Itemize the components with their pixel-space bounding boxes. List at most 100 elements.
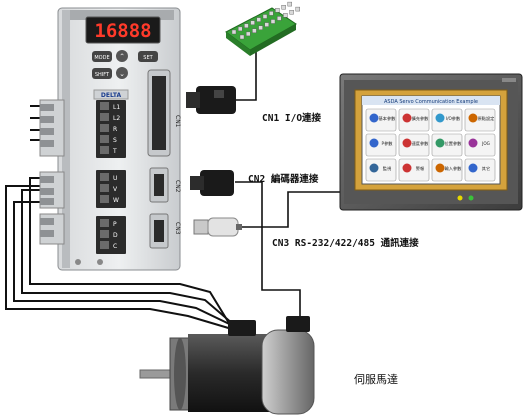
hmi-button-label: I/O參數	[446, 115, 461, 122]
hmi-button-icon	[468, 113, 478, 123]
hmi-led-yellow	[457, 195, 463, 201]
cn2-connector	[190, 170, 234, 196]
motor-terminal-label-w: W	[113, 197, 119, 204]
power-terminal-screw	[100, 124, 109, 132]
cn3-caption: CN3 RS-232/422/485 通訊連接	[272, 238, 419, 249]
regen-terminal-label-c: C	[113, 243, 117, 250]
hmi-button-icon	[402, 138, 412, 148]
hmi-button-icon	[468, 138, 478, 148]
power-terminal-label-l1: L1	[113, 104, 120, 111]
hmi-button[interactable]: 警報	[398, 158, 430, 182]
hmi-button[interactable]: 基本參數	[365, 108, 397, 132]
board-pin	[237, 26, 243, 32]
regen-terminal-screw	[100, 241, 109, 249]
mode-button-label: MODE	[94, 55, 109, 61]
hmi-button[interactable]: 位置參數	[431, 133, 463, 157]
regen-terminal-label-p: P	[113, 221, 117, 228]
regen-terminal-screw	[100, 219, 109, 227]
hmi-button[interactable]: 其它	[464, 158, 496, 182]
hmi-button[interactable]: JOG	[464, 133, 496, 157]
board-pin	[256, 17, 261, 22]
brand-text: DELTA	[101, 92, 122, 99]
svg-text:⌄: ⌄	[119, 70, 125, 78]
cn1-caption: CN1 I/O連接	[262, 113, 322, 124]
hmi-button-icon	[402, 163, 412, 173]
hmi-button-label: 原點設定	[478, 115, 495, 122]
cn1-terminal-board	[225, 1, 300, 56]
motor-plug	[39, 171, 65, 209]
motor-terminal-screw	[100, 195, 109, 203]
regen-terminal-screw	[100, 230, 109, 238]
board-pin	[281, 4, 286, 10]
power-terminal-screw	[100, 135, 109, 143]
servo-motor	[139, 316, 315, 415]
hmi-button-label: 速度參數	[412, 140, 430, 147]
board-pin	[239, 34, 245, 40]
hmi-button-grid: 基本參數擴充參數 I/O參數 原點設定 P參數 速度參數位置參數 JOG 監視警報 輸入參數其…	[365, 108, 496, 182]
set-button[interactable]	[138, 51, 158, 62]
board-pin	[252, 28, 257, 33]
shift-button-label: SHIFT	[95, 72, 110, 78]
board-pin	[277, 16, 282, 21]
board-pin	[270, 19, 276, 24]
hmi-button-label: JOG	[481, 141, 490, 146]
hmi-button-label: 基本參數	[379, 115, 397, 122]
cn3-port-label: CN3	[174, 222, 181, 235]
hmi-button-label: 監視	[383, 165, 392, 172]
hmi-button-icon	[468, 163, 478, 173]
board-pin	[258, 25, 263, 30]
mode-button[interactable]	[92, 51, 112, 62]
cn3-connector	[193, 217, 242, 237]
power-terminal-label-t: T	[112, 148, 117, 155]
power-plug	[39, 99, 65, 157]
hmi-title: ASDA Servo Communication Example	[384, 99, 478, 105]
cn2-port-label: CN2	[174, 180, 181, 193]
down-button[interactable]	[116, 50, 128, 62]
hmi-button[interactable]: 原點設定	[464, 108, 496, 132]
hmi-button-icon	[435, 163, 445, 173]
power-terminal-screw	[100, 113, 109, 121]
brand-logo	[93, 89, 129, 100]
hmi-button[interactable]: I/O參數	[431, 108, 463, 132]
power-terminal-label-l2: L2	[113, 115, 120, 122]
hmi-button[interactable]: P參數	[365, 133, 397, 157]
power-terminal-screw	[100, 102, 109, 110]
board-pin	[287, 1, 292, 7]
hmi-panel: ASDA Servo Communication Example 基本參數擴充參…	[339, 73, 523, 211]
hmi-button[interactable]: 輸入參數	[431, 158, 463, 182]
board-pin	[244, 23, 249, 28]
board-pin	[245, 31, 251, 37]
motor-terminal-label-v: V	[113, 186, 118, 193]
led-display: 16888	[94, 20, 151, 42]
hmi-button[interactable]: 擴充參數	[398, 108, 430, 132]
board-pin	[269, 11, 274, 16]
encoder-cable	[235, 181, 301, 318]
hmi-led-green	[468, 195, 474, 201]
board-pin	[262, 14, 268, 19]
power-terminal-label-r: R	[113, 126, 117, 133]
hmi-button-icon	[435, 138, 445, 148]
hmi-button-icon	[369, 138, 379, 148]
board-pin	[275, 8, 280, 13]
hmi-button-icon	[402, 113, 412, 123]
hmi-button-icon	[369, 163, 379, 173]
board-pin	[231, 29, 237, 35]
hmi-button[interactable]: 速度參數	[398, 133, 430, 157]
board-pin	[264, 22, 269, 27]
io-cable	[235, 50, 257, 101]
motor-terminal-block: UVW	[96, 170, 126, 208]
power-terminal-label-s: S	[113, 137, 117, 144]
board-pin	[295, 6, 300, 12]
svg-text:⌃: ⌃	[119, 53, 125, 61]
shift-button[interactable]	[92, 68, 112, 79]
up-button[interactable]	[116, 67, 128, 79]
hmi-button-icon	[369, 113, 379, 123]
motor-caption: 伺服馬達	[354, 373, 398, 386]
hmi-button[interactable]: 監視	[365, 158, 397, 182]
set-button-label: SET	[143, 55, 153, 61]
regen-terminal-block: PDC	[96, 216, 126, 254]
power-terminal-screw	[100, 146, 109, 154]
hmi-button-label: 輸入參數	[445, 165, 463, 172]
motor-terminal-screw	[100, 173, 109, 181]
